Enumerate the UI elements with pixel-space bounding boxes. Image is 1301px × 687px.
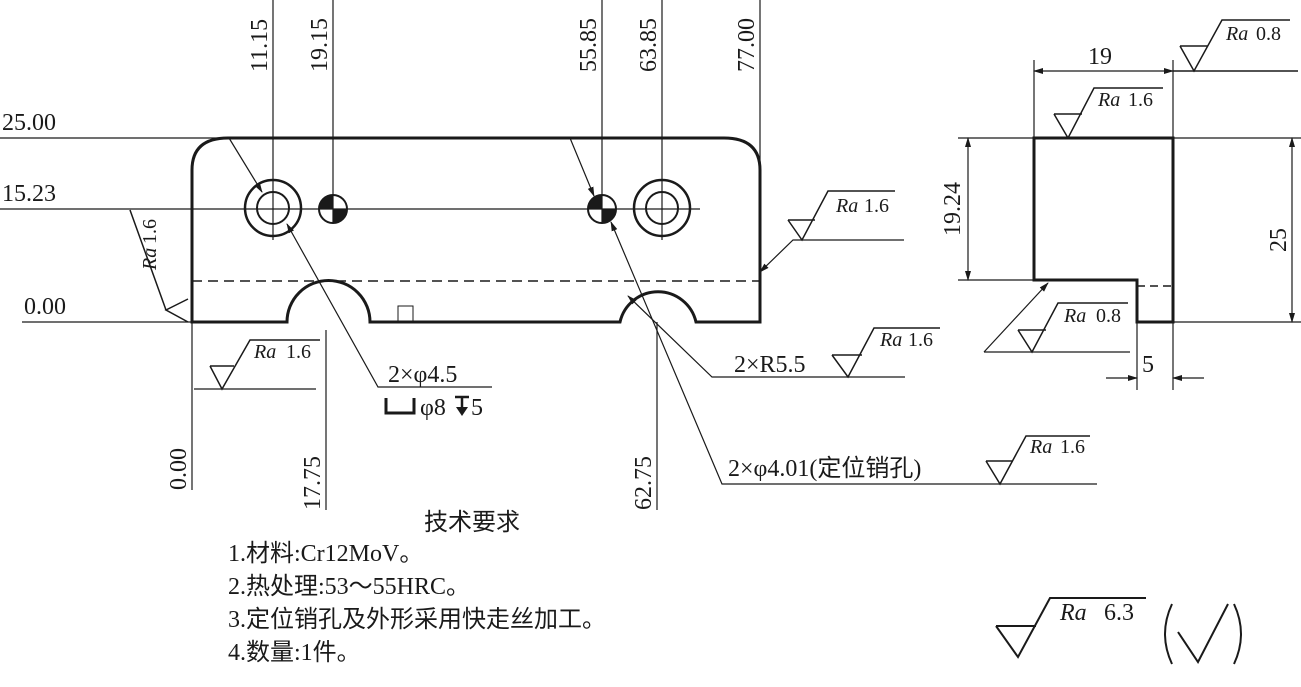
dim-text-19: 19 — [1088, 44, 1112, 70]
side-view: 19 19.24 25 5 Ra 0.8 Ra 1.6 Ra 0.8 — [940, 19, 1301, 390]
note-item: 2.热处理:53～55HRC。 — [228, 574, 471, 600]
counterbore-callout: φ8 — [420, 395, 446, 421]
leader-pin-top — [569, 137, 595, 197]
leader-side-step — [983, 282, 1049, 353]
dim-text-1924: 19.24 — [940, 182, 966, 236]
ra-value-general: 6.3 — [1104, 600, 1134, 626]
side-outline — [1032, 136, 1175, 324]
dim-text-25: 25 — [1266, 228, 1292, 252]
dim-text-2500: 25.00 — [2, 110, 56, 136]
dim-text-1523: 15.23 — [2, 181, 56, 207]
radius-callout: 2×R5.5 — [734, 352, 806, 378]
ra-label-left: Ra — [139, 248, 161, 271]
ra-label-radius: Ra — [879, 329, 902, 351]
ra-label-side-top: Ra — [1225, 23, 1248, 45]
dim-text-1115: 11.15 — [247, 19, 273, 72]
leader-right-side — [759, 239, 904, 273]
ra-value-radius: 1.6 — [908, 329, 933, 351]
ra-value-side-face: 1.6 — [1128, 89, 1153, 111]
leader-hole — [286, 223, 492, 388]
note-item: 3.定位销孔及外形采用快走丝加工。 — [228, 607, 606, 633]
roughness-symbol-basic — [1177, 603, 1229, 664]
front-dimension-texts: 11.15 19.15 55.85 63.85 77.00 25.00 15.2… — [2, 18, 760, 510]
ra-value-left: 1.6 — [139, 219, 161, 244]
leader-hole-top — [228, 137, 263, 193]
dim-text-1775: 17.75 — [300, 456, 326, 510]
ra-label-general: Ra — [1059, 600, 1087, 626]
dim-text-1915: 19.15 — [307, 18, 333, 72]
ra-label-right: Ra — [835, 195, 858, 217]
depth-value: 5 — [471, 395, 483, 421]
paren-left — [1164, 603, 1173, 665]
dim-text-5: 5 — [1142, 352, 1154, 378]
ra-value-pin: 1.6 — [1060, 436, 1085, 458]
dim-text-6275: 62.75 — [631, 456, 657, 510]
roughness-symbol-pin — [985, 435, 1090, 486]
ra-label-side-face: Ra — [1097, 89, 1120, 111]
paren-right — [1233, 603, 1242, 665]
ra-value-bottom: 1.6 — [286, 341, 311, 363]
leader-radius — [627, 295, 905, 378]
depth-symbol — [455, 395, 469, 416]
dim-text-000-y: 0.00 — [24, 294, 66, 320]
note-item: 4.数量:1件。 — [228, 640, 361, 666]
roughness-symbol-side-face — [1053, 87, 1163, 140]
dim-text-7700: 77.00 — [734, 18, 760, 72]
ra-value-side-top: 0.8 — [1256, 23, 1281, 45]
counterbore-symbol — [384, 398, 416, 415]
datum-square — [397, 305, 414, 322]
ra-value-right: 1.6 — [864, 195, 889, 217]
front-outline — [190, 136, 762, 324]
dim-text-5585: 55.85 — [576, 18, 602, 72]
front-view — [0, 0, 1097, 510]
notes-title: 技术要求 — [424, 510, 520, 536]
pin-callout: 2×φ4.01(定位销孔) — [728, 455, 921, 482]
roughness-symbols-front: Ra 1.6 Ra 1.6 Ra 1.6 Ra 1.6 Ra 1.6 — [129, 190, 1090, 486]
roughness-symbol-bottom — [209, 339, 320, 391]
roughness-symbol-radius — [831, 327, 940, 379]
ra-label-pin: Ra — [1029, 436, 1052, 458]
roughness-symbol-left — [164, 298, 189, 323]
leader-pin — [610, 221, 1097, 485]
technical-requirements: 技术要求 1.材料:Cr12MoV。 2.热处理:53～55HRC。 3.定位销… — [228, 508, 606, 670]
roughness-symbol-side-step — [1017, 302, 1128, 354]
note-item: 1.材料:Cr12MoV。 — [228, 541, 424, 567]
general-roughness: Ra 6.3 — [995, 597, 1242, 665]
dim-text-000-x: 0.00 — [166, 448, 192, 490]
hole-callout: 2×φ4.5 — [388, 362, 457, 388]
callouts: 2×φ4.5 φ8 5 2×R5.5 2×φ4.01(定位销孔) — [384, 352, 921, 482]
ra-label-bottom: Ra — [253, 341, 276, 363]
roughness-symbol-right — [787, 190, 895, 242]
ra-value-side-step: 0.8 — [1096, 305, 1121, 327]
dim-text-6385: 63.85 — [636, 18, 662, 72]
ra-label-side-step: Ra — [1063, 305, 1086, 327]
roughness-symbol-general — [995, 597, 1146, 659]
